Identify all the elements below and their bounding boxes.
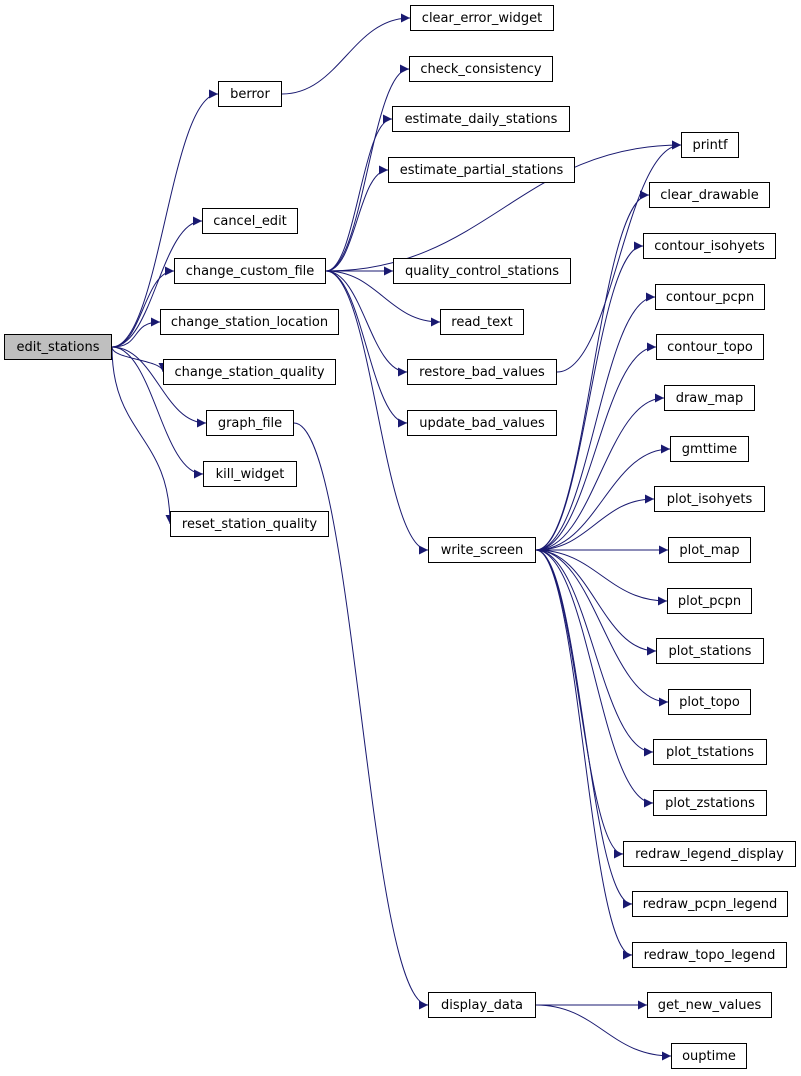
edge-write_screen-to-contour_topo bbox=[535, 342, 657, 551]
edge-change_custom_file-to-update_bad_values bbox=[325, 270, 408, 428]
node-ouptime[interactable]: ouptime bbox=[671, 1043, 747, 1069]
edge-write_screen-to-contour_pcpn bbox=[535, 292, 656, 551]
edge-write_screen-to-redraw_legend_display bbox=[535, 549, 624, 859]
node-gmttime[interactable]: gmttime bbox=[670, 436, 749, 462]
edge-edit_stations-to-graph_file bbox=[111, 346, 207, 428]
node-estimate-daily-stations[interactable]: estimate_daily_stations bbox=[392, 106, 570, 132]
node-change-station-quality[interactable]: change_station_quality bbox=[163, 359, 336, 385]
edge-write_screen-to-plot_stations bbox=[535, 549, 657, 656]
edge-write_screen-to-plot_pcpn bbox=[535, 549, 668, 606]
edge-edit_stations-to-kill_widget bbox=[111, 346, 204, 479]
node-berror[interactable]: berror bbox=[218, 81, 282, 107]
edge-edit_stations-to-reset_station_quality bbox=[111, 346, 175, 525]
node-plot-zstations[interactable]: plot_zstations bbox=[653, 790, 767, 816]
edge-write_screen-to-plot_isohyets bbox=[535, 494, 655, 551]
node-clear-error-widget[interactable]: clear_error_widget bbox=[410, 5, 554, 31]
edge-write_screen-to-draw_map bbox=[535, 393, 665, 551]
node-plot-stations[interactable]: plot_stations bbox=[656, 638, 764, 664]
edge-edit_stations-to-change_custom_file bbox=[111, 266, 175, 348]
node-draw-map[interactable]: draw_map bbox=[664, 385, 755, 411]
edge-edit_stations-to-berror bbox=[111, 89, 219, 348]
edge-write_screen-to-redraw_pcpn_legend bbox=[535, 549, 633, 909]
edge-change_custom_file-to-check_consistency bbox=[325, 64, 410, 272]
edge-write_screen-to-gmttime bbox=[535, 444, 671, 551]
node-redraw-topo-legend[interactable]: redraw_topo_legend bbox=[632, 942, 787, 968]
node-kill-widget[interactable]: kill_widget bbox=[203, 461, 297, 487]
node-redraw-legend-display[interactable]: redraw_legend_display bbox=[623, 841, 796, 867]
node-graph-file[interactable]: graph_file bbox=[206, 410, 294, 436]
node-plot-pcpn[interactable]: plot_pcpn bbox=[667, 588, 752, 614]
edge-change_custom_file-to-read_text bbox=[325, 270, 441, 327]
node-edit-stations[interactable]: edit_stations bbox=[4, 334, 112, 360]
node-contour-topo[interactable]: contour_topo bbox=[656, 334, 764, 360]
edge-change_custom_file-to-printf bbox=[325, 140, 682, 272]
edge-berror-to-clear_error_widget bbox=[281, 13, 411, 95]
node-reset-station-quality[interactable]: reset_station_quality bbox=[170, 511, 329, 537]
node-check-consistency[interactable]: check_consistency bbox=[409, 56, 553, 82]
edge-restore_bad_values-to-printf bbox=[556, 140, 682, 373]
edge-change_custom_file-to-restore_bad_values bbox=[325, 270, 408, 377]
edge-edit_stations-to-change_station_quality bbox=[111, 346, 168, 373]
node-read-text[interactable]: read_text bbox=[440, 309, 524, 335]
edge-write_screen-to-plot_tstations bbox=[535, 549, 654, 757]
node-contour-pcpn[interactable]: contour_pcpn bbox=[655, 284, 765, 310]
edge-write_screen-to-plot_zstations bbox=[535, 549, 654, 808]
edge-write_screen-to-contour_isohyets bbox=[535, 241, 644, 551]
node-redraw-pcpn-legend[interactable]: redraw_pcpn_legend bbox=[632, 891, 788, 917]
node-restore-bad-values[interactable]: restore_bad_values bbox=[407, 359, 557, 385]
node-change-custom-file[interactable]: change_custom_file bbox=[174, 258, 326, 284]
edge-edit_stations-to-cancel_edit bbox=[111, 216, 203, 348]
node-change-station-location[interactable]: change_station_location bbox=[160, 309, 339, 335]
edge-change_custom_file-to-estimate_partial_stations bbox=[325, 165, 389, 272]
node-plot-topo[interactable]: plot_topo bbox=[668, 689, 751, 715]
edge-graph_file-to-display_data bbox=[293, 422, 429, 1010]
node-contour-isohyets[interactable]: contour_isohyets bbox=[643, 233, 776, 259]
node-display-data[interactable]: display_data bbox=[428, 992, 536, 1018]
node-clear-drawable[interactable]: clear_drawable bbox=[649, 182, 770, 208]
edge-write_screen-to-plot_topo bbox=[535, 549, 669, 707]
edge-display_data-to-ouptime bbox=[535, 1004, 672, 1061]
node-estimate-partial-stations[interactable]: estimate_partial_stations bbox=[388, 157, 575, 183]
edge-change_custom_file-to-estimate_daily_stations bbox=[325, 114, 393, 272]
node-quality-control-stations[interactable]: quality_control_stations bbox=[393, 258, 571, 284]
node-plot-isohyets[interactable]: plot_isohyets bbox=[654, 486, 765, 512]
edge-write_screen-to-redraw_topo_legend bbox=[535, 549, 633, 960]
node-printf[interactable]: printf bbox=[681, 132, 739, 158]
edge-change_custom_file-to-write_screen bbox=[325, 270, 429, 555]
edge-edit_stations-to-change_station_location bbox=[111, 317, 161, 348]
node-plot-map[interactable]: plot_map bbox=[668, 537, 751, 563]
node-get-new-values[interactable]: get_new_values bbox=[647, 992, 772, 1018]
node-plot-tstations[interactable]: plot_tstations bbox=[653, 739, 767, 765]
node-write-screen[interactable]: write_screen bbox=[428, 537, 536, 563]
node-update-bad-values[interactable]: update_bad_values bbox=[407, 410, 557, 436]
node-cancel-edit[interactable]: cancel_edit bbox=[202, 208, 298, 234]
